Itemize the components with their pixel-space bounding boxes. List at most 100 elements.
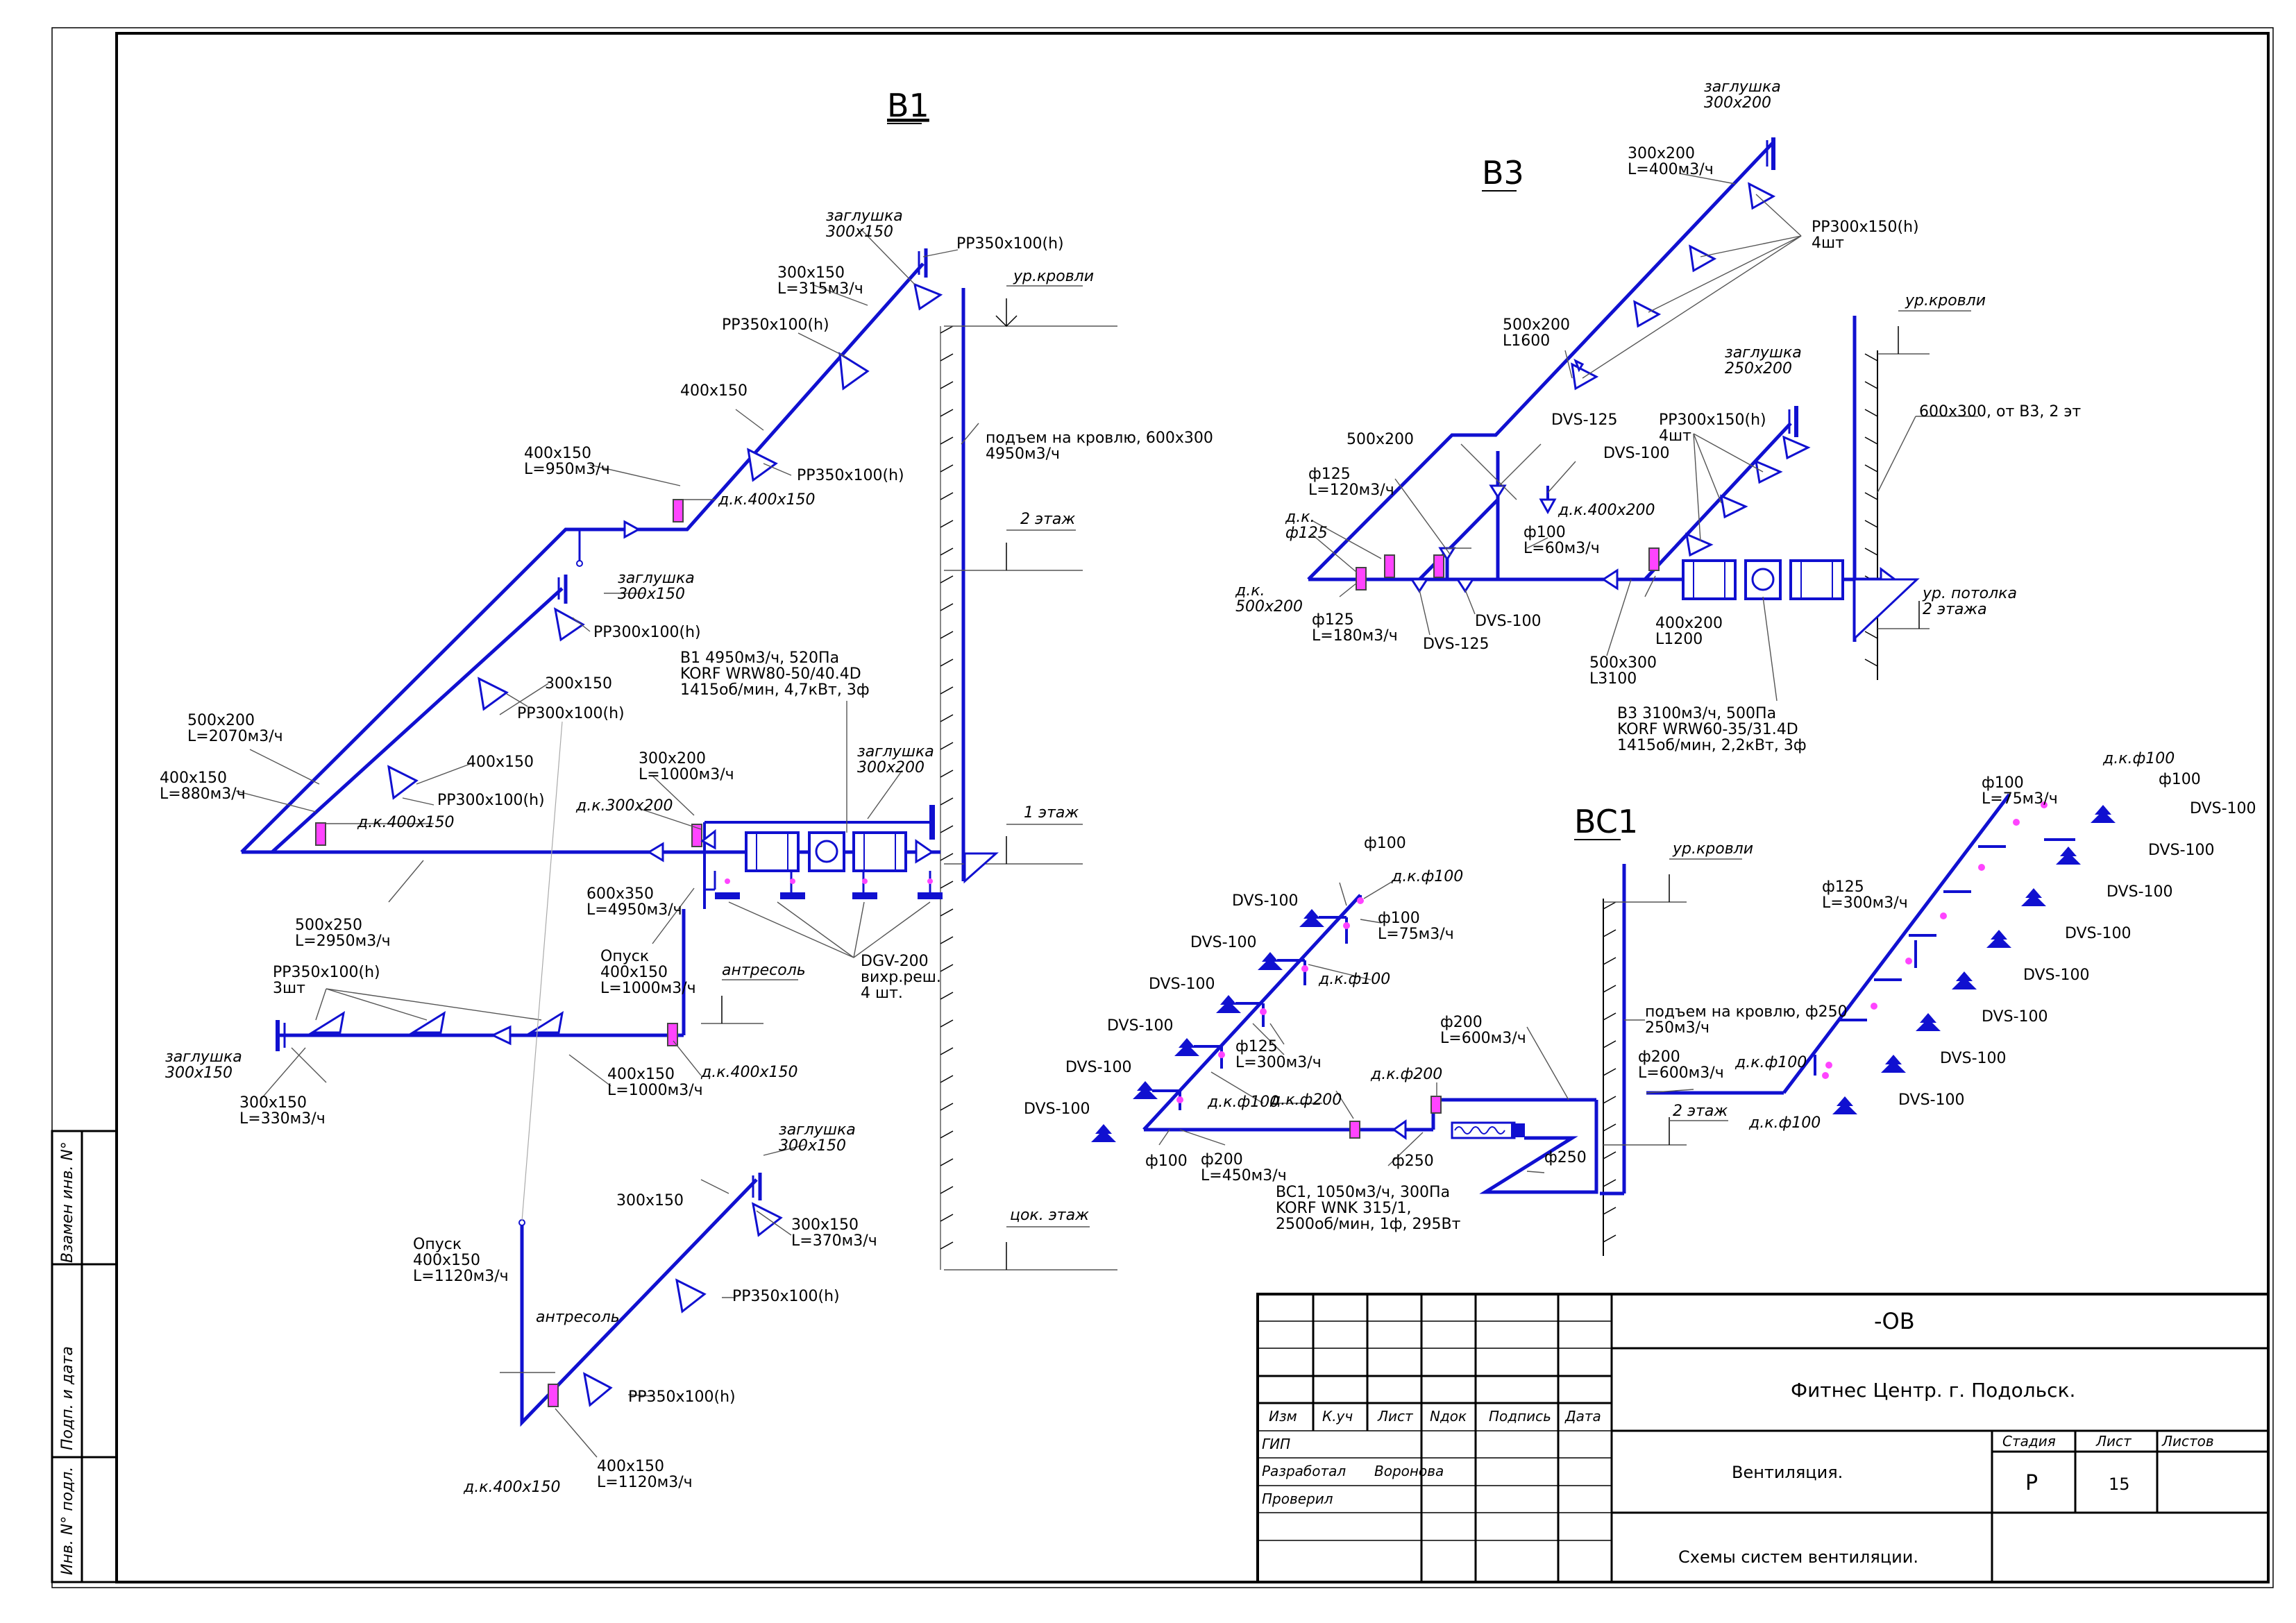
b3-pr2: PP300x150(h)4шт (1659, 411, 1766, 445)
system-b1: B1 ур.кровли 2 этаж 1 этаж антресоль цок… (160, 87, 1213, 1496)
bc1-title: BC1 (1574, 803, 1638, 840)
bc1-dk100-4: д.к.ф100 (1734, 1054, 1807, 1071)
bc1-dk100-5: д.к.ф100 (1748, 1114, 1821, 1132)
bc1-dk100-2: д.к.ф100 (1318, 971, 1390, 988)
bc1-d250b: ф250 (1544, 1149, 1587, 1166)
stamp-code: -ОВ (1874, 1308, 1915, 1334)
bc1-level-roof: ур.кровли (1672, 840, 1753, 858)
stamp-sheet: 15 (2109, 1475, 2130, 1494)
b1-pr-top: PP350x100(h) (956, 235, 1064, 253)
stamp-prover: Проверил (1262, 1490, 1333, 1507)
b1-ahu-heater (852, 831, 907, 872)
bc1-dvs-r6: DVS-100 (1982, 1008, 2048, 1026)
bc1-dvs-4: DVS-100 (1107, 1017, 1174, 1035)
bc1-dvs-r2: DVS-100 (2148, 842, 2215, 859)
bc1-level-2: 2 этаж (1673, 1103, 1728, 1120)
b1-d-400x150b: 400x150 (466, 754, 534, 771)
bc1-dvs-1: DVS-100 (1232, 892, 1299, 910)
stamp-project: Фитнес Центр. г. Подольск. (1791, 1379, 2075, 1402)
b1-dk400-2: д.к.400х150 (357, 814, 455, 831)
b1-pr6: PP300x100(h) (437, 792, 545, 809)
b3-rise: 600х300, от В3, 2 эт (1919, 403, 2081, 420)
b1-title: B1 (887, 87, 929, 124)
bc1-dvs-r8: DVS-100 (1898, 1091, 1965, 1109)
b1-dk400-4: д.к.400х150 (463, 1479, 561, 1496)
side-strip: Взамен инв. N° Подп. и дата Инв. N° подл… (51, 1130, 118, 1583)
b3-dk500: д.к.500х200 (1235, 582, 1303, 615)
bc1-dvs-5: DVS-100 (1065, 1059, 1132, 1076)
bc1-fan (1451, 1121, 1516, 1139)
b1-level-basement: цок. этаж (1010, 1207, 1089, 1224)
bc1-dvs-r3: DVS-100 (2107, 883, 2173, 901)
bc1-dvs-r7: DVS-100 (1940, 1050, 2007, 1067)
outer-frame (51, 27, 2274, 1588)
system-bc1: BC1 ур.кровли 2 этаж (1024, 750, 2256, 1256)
stamp-h-podp: Подпись (1489, 1408, 1551, 1425)
bc1-d100-r: ф100 (2159, 771, 2201, 788)
stamp-h-izm: Изм (1269, 1408, 1297, 1425)
b3-pr1: PP300x150(h)4шт (1812, 219, 1919, 252)
stamp-drawing: Схемы систем вентиляции. (1678, 1547, 1918, 1567)
stamp-razrab-name: Воронова (1374, 1463, 1444, 1479)
b1-level-mezz: антресоль (722, 962, 806, 979)
bc1-dk200: д.к.ф200 (1269, 1091, 1342, 1109)
bc1-dvs-r5: DVS-100 (2023, 967, 2090, 984)
stamp-stadia: Р (2025, 1471, 2038, 1495)
stamp-h-listov: Листов (2161, 1433, 2214, 1450)
b1-pr2: PP350x100(h) (722, 316, 829, 334)
bc1-dvs-3: DVS-100 (1149, 976, 1215, 993)
b3-dvs100-b: DVS-100 (1475, 613, 1542, 630)
b1-pr9: PP350x100(h) (628, 1388, 736, 1406)
b1-dk400-1: д.к.400х150 (718, 491, 816, 509)
side-label-2: Подп. и дата (59, 1346, 76, 1450)
b1-dk300: д.к.300х200 (575, 797, 673, 815)
stamp-h-ndok: Nдок (1430, 1408, 1467, 1425)
stamp-h-list: Лист (1377, 1408, 1414, 1425)
stamp-h-kuch: К.уч (1322, 1408, 1353, 1425)
b3-dvs125-a: DVS-125 (1551, 411, 1618, 429)
bc1-dk200b: д.к.ф200 (1370, 1066, 1442, 1083)
b1-d-300x150: 300x150 (545, 675, 612, 692)
title-block (1256, 1293, 2270, 1583)
b1-ahu-fan (808, 831, 845, 872)
bc1-d250: ф250 (1392, 1153, 1434, 1170)
stamp-h-data: Дата (1564, 1408, 1601, 1425)
bc1-dvs-r1: DVS-100 (2190, 800, 2256, 817)
stamp-section: Вентиляция. (1732, 1463, 1843, 1482)
b3-title: B3 (1482, 154, 1524, 192)
b1-mezz2: антресоль (536, 1309, 620, 1326)
side-label-3: Инв. N° подл. (59, 1467, 76, 1575)
b3-d-500x200: 500x200 (1347, 431, 1414, 448)
bc1-dvs-6: DVS-100 (1024, 1101, 1090, 1118)
b3-level-roof: ур.кровли (1905, 292, 1986, 309)
b1-pr4: PP300x100(h) (593, 624, 701, 641)
bc1-dvs-2: DVS-100 (1190, 934, 1257, 951)
b1-d-400x150: 400x150 (680, 382, 748, 400)
